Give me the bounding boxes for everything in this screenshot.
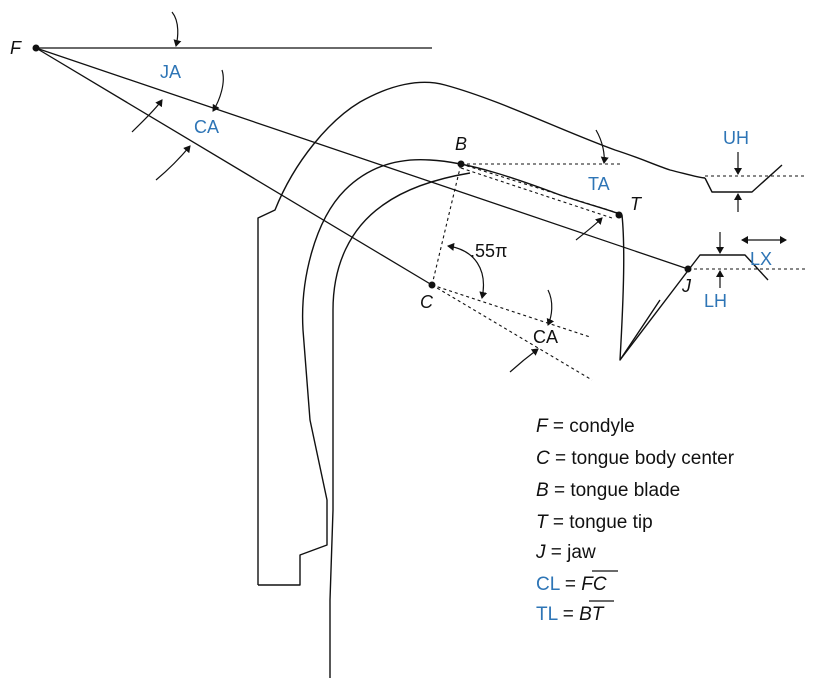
CA-arrow-up <box>155 145 191 181</box>
legend-line-B: B = tongue blade <box>536 480 680 501</box>
label-UH: UH <box>723 128 749 148</box>
CA-lower-arrow-down <box>546 289 555 326</box>
CA-arrow-down <box>212 69 224 112</box>
legend-line-F: F = condyle <box>536 416 635 437</box>
upper-lip-outline <box>704 164 783 193</box>
dash-C-to-B <box>431 163 462 286</box>
dash-C-ray-1 <box>431 284 591 338</box>
dash-B-to-T-lower <box>460 167 613 219</box>
posterior-pharynx-wall <box>258 158 431 586</box>
legend-line-CL: CL = FC <box>536 574 607 595</box>
dash-C-ray-2 <box>431 284 593 381</box>
point-C <box>428 281 436 289</box>
legend-line-TL: TL = BT <box>536 604 605 625</box>
legend-line-J: J = jaw <box>535 542 596 563</box>
CA-lower-arrow-up <box>509 348 539 373</box>
label-CA-upper: CA <box>194 117 219 137</box>
label-T: T <box>630 194 643 214</box>
TA-arrow-up <box>575 217 603 241</box>
label-C: C <box>420 292 434 312</box>
lower-jaw-outline <box>619 254 769 361</box>
legend: F = condyle C = tongue body center B = t… <box>535 416 735 625</box>
label-CA-lower: CA <box>533 327 558 347</box>
label-F: F <box>10 38 22 58</box>
jaw-line-FJ <box>35 47 689 270</box>
label-LX: LX <box>750 249 772 269</box>
JA-arrow-up <box>131 99 163 133</box>
TA-arrow-down <box>595 129 609 164</box>
palate-outline <box>329 172 471 678</box>
point-T <box>615 211 623 219</box>
JA-arrow-down <box>171 11 182 47</box>
point-J <box>684 265 692 273</box>
label-B: B <box>455 134 467 154</box>
point-F <box>32 44 40 52</box>
angle-arc <box>447 242 488 299</box>
point-B <box>457 160 465 168</box>
legend-line-T: T = tongue tip <box>536 512 653 533</box>
upper-vocal-tract-outline <box>257 81 706 585</box>
condyle-to-center-line-FC <box>35 47 433 286</box>
label-J: J <box>681 276 692 296</box>
label-JA: JA <box>160 62 181 82</box>
label-angle: .55π <box>470 241 507 261</box>
label-TA: TA <box>588 174 610 194</box>
legend-line-C: C = tongue body center <box>536 448 735 469</box>
label-LH: LH <box>704 291 727 311</box>
